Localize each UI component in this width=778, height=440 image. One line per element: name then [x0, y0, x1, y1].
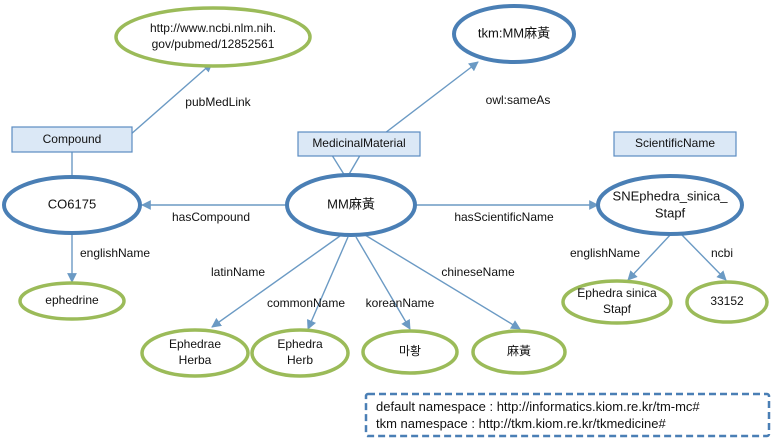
namespace-default: default namespace : http://informatics.k…	[376, 399, 700, 414]
edge-label-hascompound: hasCompound	[172, 210, 250, 224]
node-mm-label: MM麻黃	[327, 196, 375, 211]
edge-label-chinesename: chineseName	[441, 265, 515, 279]
class-medicinalmaterial-label: MedicinalMaterial	[312, 136, 405, 150]
node-ephedra-herb-line1: Ephedra	[277, 337, 323, 351]
class-compound-label: Compound	[43, 132, 102, 146]
node-pubmed-url-line2: gov/pubmed/12852561	[152, 37, 275, 51]
edge-label-englishname-sn: englishName	[570, 246, 640, 260]
node-ephedra-sinica: Ephedra sinica Stapf	[561, 279, 673, 325]
node-korean-name: 마황	[361, 329, 459, 375]
node-tkm-sameas: tkm:MM麻黃	[452, 4, 576, 64]
edge-owl-sameas	[384, 61, 479, 134]
edge-label-englishname-compound: englishName	[80, 246, 150, 260]
class-medicinalmaterial: MedicinalMaterial	[297, 131, 421, 157]
node-ephedrine: ephedrine	[18, 281, 126, 321]
node-ephedrae-herba-line2: Herba	[179, 353, 212, 367]
class-scientificname-label: ScientificName	[635, 136, 715, 150]
edge-label-latinname: latinName	[211, 265, 265, 279]
namespace-tkm: tkm namespace : http://tkm.kiom.re.kr/tk…	[376, 416, 666, 431]
node-mm: MM麻黃	[285, 173, 417, 237]
class-scientificname: ScientificName	[613, 131, 737, 157]
node-co6175-label: CO6175	[48, 196, 96, 211]
node-ephedra-sinica-line1: Ephedra sinica	[577, 286, 657, 300]
namespace-legend: default namespace : http://informatics.k…	[364, 392, 771, 438]
edge-label-koreanname: koreanName	[366, 296, 435, 310]
node-ephedra-sinica-line2: Stapf	[603, 302, 632, 316]
edge-label-commonname: commonName	[267, 296, 345, 310]
node-chinese-name: 麻黃	[471, 329, 567, 375]
edge-label-pubmedlink: pubMedLink	[185, 95, 251, 109]
node-scientificname: SNEphedra_sinica_ Stapf	[596, 174, 744, 236]
node-tkm-sameas-label: tkm:MM麻黃	[478, 25, 550, 40]
node-ephedra-herb-line2: Herb	[287, 353, 313, 367]
edge-englishname-sn	[627, 232, 673, 281]
node-sn-line1: SNEphedra_sinica_	[613, 188, 729, 203]
edge-latinname	[211, 235, 341, 328]
class-compound: Compound	[11, 126, 133, 153]
edge-label-ncbi: ncbi	[711, 246, 733, 260]
node-co6175: CO6175	[2, 175, 142, 235]
node-ephedra-herb: Ephedra Herb	[250, 328, 350, 378]
node-pubmed-url-line1: http://www.ncbi.nlm.nih.	[150, 21, 276, 35]
node-korean-name-label: 마황	[399, 344, 421, 358]
node-ephedrae-herba-line1: Ephedrae	[169, 337, 221, 351]
edge-chinesename	[364, 234, 521, 330]
edge-koreanname	[355, 236, 411, 330]
node-chinese-name-label: 麻黃	[507, 343, 531, 358]
edge-label-hasscientificname: hasScientificName	[454, 210, 554, 224]
node-ncbi-id: 33152	[685, 280, 769, 324]
node-ephedrae-herba: Ephedrae Herba	[140, 328, 250, 378]
node-pubmed-url: http://www.ncbi.nlm.nih. gov/pubmed/1285…	[114, 6, 312, 68]
edge-ncbi	[679, 232, 727, 281]
edge-pubmedlink	[129, 62, 213, 136]
node-ephedrine-label: ephedrine	[45, 293, 99, 307]
edge-label-owl-sameas: owl:sameAs	[486, 93, 551, 107]
node-sn-line2: Stapf	[655, 205, 686, 220]
node-ncbi-id-label: 33152	[710, 294, 744, 308]
edge-commonname	[307, 236, 349, 330]
